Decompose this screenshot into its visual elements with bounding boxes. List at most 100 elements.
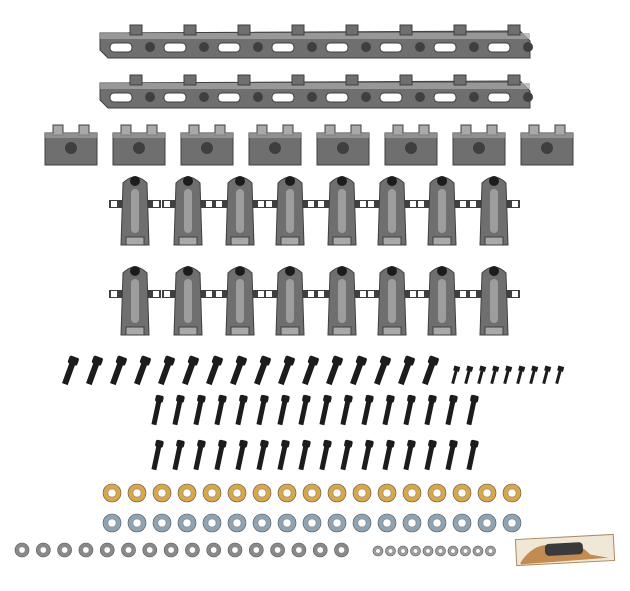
rocker-arm <box>416 266 468 336</box>
rocker-arm <box>264 266 316 336</box>
adjuster-screw <box>235 176 245 186</box>
roller-tip <box>178 326 198 336</box>
roller-tip <box>484 326 504 336</box>
bolt <box>403 439 416 471</box>
rail-slot <box>433 92 457 103</box>
brass-washer-hole <box>482 488 492 498</box>
adjuster-screw <box>337 176 347 186</box>
adjuster-screw <box>130 176 140 186</box>
bolt <box>134 355 151 386</box>
rocker-arm <box>468 176 520 246</box>
small-screw <box>503 365 513 385</box>
small-washer-hole <box>438 548 443 554</box>
spacer-washer-hole <box>295 546 303 554</box>
rail-bolt-hole <box>307 92 317 102</box>
spacer-washer-hole <box>125 546 132 554</box>
rocker-arm <box>468 266 520 336</box>
brass-washer-hole <box>207 488 217 498</box>
bolt <box>445 394 458 426</box>
bolt <box>361 394 374 426</box>
adjuster-screw <box>183 266 193 276</box>
steel-washer-hole <box>482 518 492 528</box>
rail-bolt-hole <box>253 92 263 102</box>
bolt <box>182 355 199 386</box>
bolt <box>193 394 206 426</box>
small-screw <box>529 365 539 385</box>
rail-slot <box>487 42 511 53</box>
spacer-washer-hole <box>146 546 154 554</box>
spacer-washer-hole <box>231 546 239 554</box>
roller-tip <box>484 236 504 246</box>
steel-washer-hole <box>107 518 117 528</box>
rocker-arm <box>214 266 266 336</box>
rail-bolt-hole <box>199 42 209 52</box>
roller-tip <box>178 236 198 246</box>
brass-washer-hole <box>282 488 292 498</box>
steel-washer-hole <box>182 518 192 528</box>
rocker-arm <box>366 266 418 336</box>
roller-tip <box>280 326 300 336</box>
roller-tip <box>125 326 145 336</box>
bolt <box>158 355 175 386</box>
brass-washer-hole <box>382 488 392 498</box>
bolt <box>235 439 248 471</box>
steel-washer-hole <box>257 518 267 528</box>
roller-tip <box>332 326 352 336</box>
rocker-stand <box>112 124 166 166</box>
bolt <box>319 394 332 426</box>
small-screw <box>464 365 474 385</box>
adjuster-screw <box>183 176 193 186</box>
rail-slot <box>325 92 349 103</box>
rail-bolt-hole <box>361 92 371 102</box>
rail-bolt-hole <box>145 92 155 102</box>
bolt <box>466 439 479 471</box>
roller-tip <box>432 236 452 246</box>
rail-bolt-hole <box>469 42 479 52</box>
stand-bore <box>541 142 553 154</box>
rocker-stand <box>180 124 234 166</box>
rocker-stand <box>452 124 506 166</box>
spacer-washer-hole <box>103 546 111 554</box>
small-screw <box>451 365 461 385</box>
adjuster-screw <box>130 266 140 276</box>
brass-washer-hole <box>157 488 167 498</box>
steel-washer-hole <box>207 518 217 528</box>
bolt <box>398 355 415 386</box>
bolt <box>193 439 206 471</box>
steel-washer-hole <box>432 518 442 528</box>
brass-washer-hole <box>182 488 192 498</box>
rocker-arm <box>162 176 214 246</box>
rail-slot <box>325 42 349 53</box>
shaft-rail <box>99 74 533 109</box>
spacer-washer-hole <box>82 546 90 554</box>
bolt <box>172 439 185 471</box>
adjuster-screw <box>235 266 245 276</box>
steel-washer-hole <box>382 518 392 528</box>
small-screw <box>542 365 552 385</box>
rocker-stand <box>248 124 302 166</box>
steel-washer-hole <box>357 518 367 528</box>
bolt <box>62 355 79 386</box>
bolt <box>403 394 416 426</box>
bolt <box>361 439 374 471</box>
rail-bolt-hole <box>469 92 479 102</box>
rail-bolt-hole <box>415 42 425 52</box>
roller-tip <box>382 236 402 246</box>
small-washer-hole <box>375 548 381 554</box>
bolt <box>422 355 439 386</box>
rail-bolt-hole <box>307 42 317 52</box>
brass-washer-hole <box>457 488 467 498</box>
small-screw <box>490 365 500 385</box>
stand-bore <box>201 142 213 154</box>
spacer-washer-hole <box>316 546 324 554</box>
rocker-arm <box>316 176 368 246</box>
rail-slot <box>433 42 457 53</box>
adjuster-screw <box>337 266 347 276</box>
rail-slot <box>271 42 295 53</box>
adjuster-screw <box>285 176 295 186</box>
rail-slot <box>379 92 403 103</box>
bolt <box>298 439 311 471</box>
rail-slot <box>379 42 403 53</box>
bolt <box>445 439 458 471</box>
rail-slot <box>163 42 187 53</box>
